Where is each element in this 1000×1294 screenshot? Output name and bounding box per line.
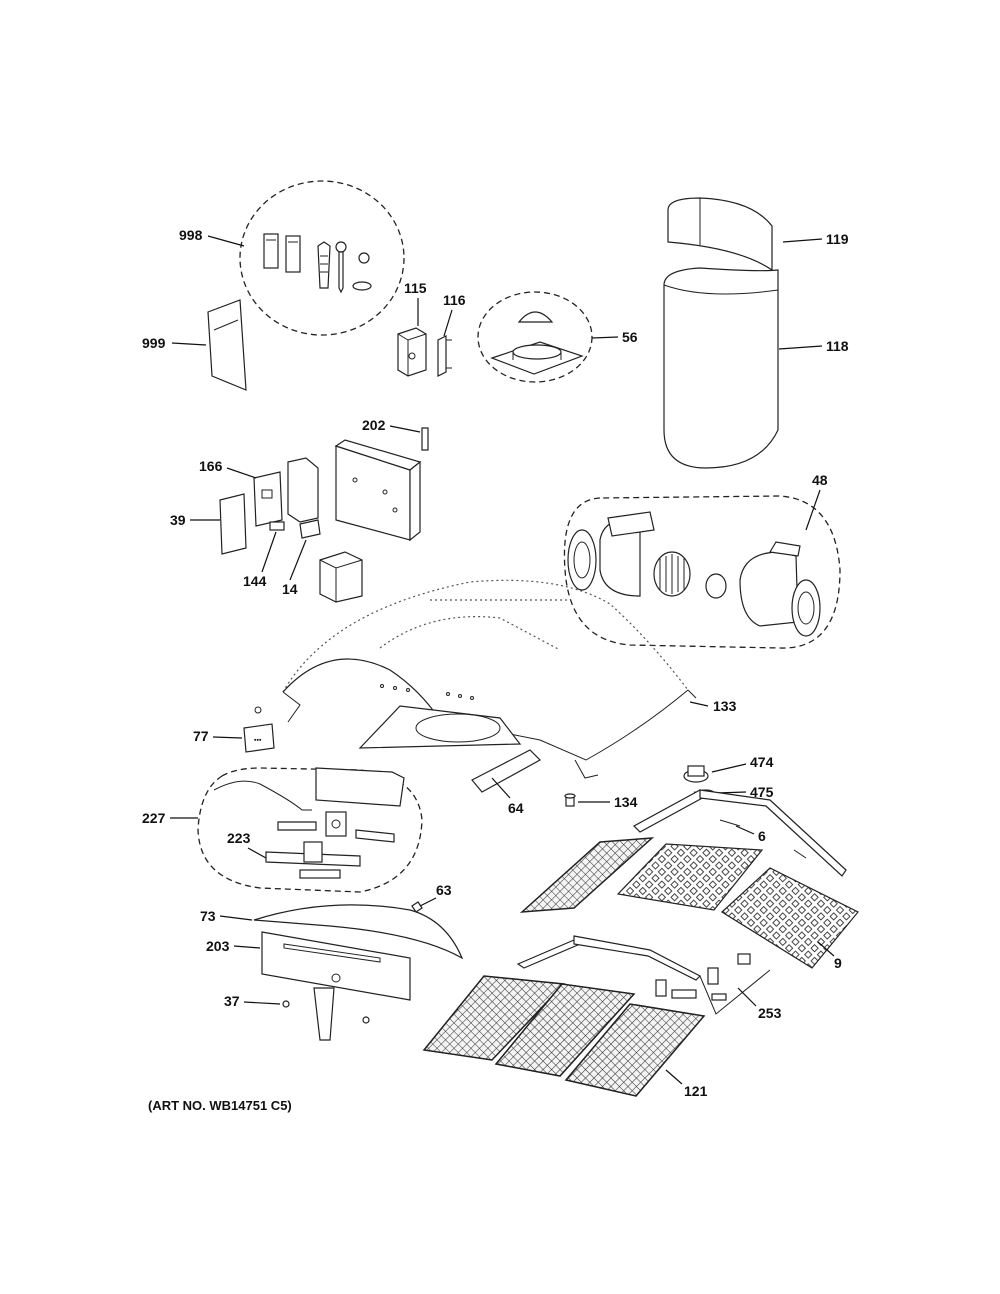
label-64: 64: [508, 800, 524, 816]
label-166: 166: [199, 458, 223, 474]
clip-202: [421, 427, 429, 451]
light-rail-253: [516, 935, 771, 1015]
label-121: 121: [684, 1083, 708, 1099]
label-6: 6: [758, 828, 766, 844]
charcoal-filters-121: [422, 975, 706, 1097]
label-48: 48: [812, 472, 828, 488]
label-39: 39: [170, 512, 186, 528]
duct-cover-119: [667, 197, 773, 272]
screw-63: [411, 901, 423, 913]
grease-filter-9: [721, 867, 859, 969]
label-202: 202: [362, 417, 386, 433]
control-box-assembly: [219, 439, 422, 603]
label-133: 133: [713, 698, 737, 714]
label-37: 37: [224, 993, 240, 1009]
grease-filter-top-center: [616, 843, 764, 911]
label-115: 115: [404, 280, 427, 296]
art-number-note: (ART NO. WB14751 C5): [148, 1098, 292, 1113]
hood-canopy-133: [282, 579, 697, 793]
label-134: 134: [614, 794, 638, 810]
front-panel-203: [261, 931, 411, 1041]
label-119: 119: [826, 231, 849, 247]
label-253: 253: [758, 1005, 782, 1021]
label-9: 9: [834, 955, 842, 971]
label-999: 999: [142, 335, 166, 351]
switch-plate-77: ▪▪▪: [243, 706, 275, 753]
label-475: 475: [750, 784, 774, 800]
front-trim-73: [253, 904, 464, 960]
blower-assembly-48: [563, 495, 841, 649]
junction-box-115: [397, 327, 427, 377]
label-14: 14: [282, 581, 298, 597]
label-144: 144: [243, 573, 267, 589]
grease-filter-mesh: [519, 837, 655, 913]
bracket-116: [437, 335, 452, 377]
label-63: 63: [436, 882, 452, 898]
label-73: 73: [200, 908, 216, 924]
label-77: 77: [193, 728, 209, 744]
svg-text:▪▪▪: ▪▪▪: [254, 737, 262, 744]
hardware-kit-998: [239, 180, 405, 336]
label-223: 223: [227, 830, 251, 846]
manual-999: [207, 299, 247, 391]
label-118: 118: [826, 338, 849, 354]
damper-assembly-56: [477, 291, 593, 383]
duct-cover-118: [663, 267, 779, 469]
label-998: 998: [179, 227, 203, 243]
control-panel-assembly-227: [197, 767, 423, 893]
foot-134: [564, 793, 576, 807]
label-227: 227: [142, 810, 166, 826]
label-203: 203: [206, 938, 230, 954]
rail-6: [633, 789, 847, 877]
label-56: 56: [622, 329, 638, 345]
label-116: 116: [443, 292, 466, 308]
label-474: 474: [750, 754, 774, 770]
light-socket-474: [683, 765, 709, 783]
